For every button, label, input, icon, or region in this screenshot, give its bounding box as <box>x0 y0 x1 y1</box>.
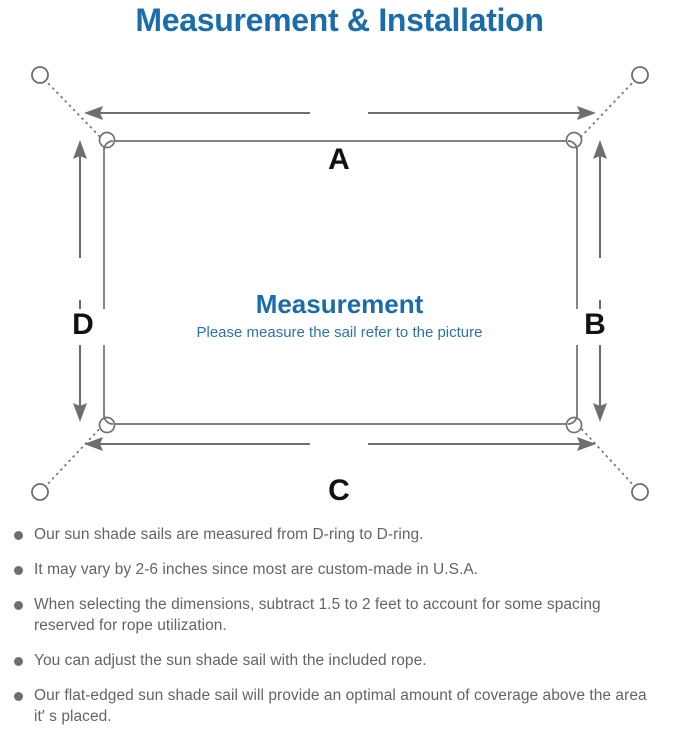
rope-bottom-left <box>43 423 105 489</box>
bullet-icon <box>14 531 23 540</box>
dim-c-arrowhead-right <box>577 437 596 451</box>
bullet-icon <box>14 692 23 701</box>
dimension-arrow-c <box>84 437 596 451</box>
list-item: Our flat-edged sun shade sail will provi… <box>0 685 679 727</box>
dimension-arrow-b <box>593 140 607 422</box>
dimension-label-a: A <box>311 144 367 176</box>
corner-arc-bottom-left <box>103 414 114 425</box>
d-ring-bottom-left <box>98 416 116 434</box>
note-text: When selecting the dimensions, subtract … <box>34 596 601 634</box>
list-item: You can adjust the sun shade sail with t… <box>0 650 679 671</box>
corner-arc-top-right <box>567 140 578 151</box>
dimension-arrow-d <box>73 140 87 422</box>
note-text: You can adjust the sun shade sail with t… <box>34 652 427 669</box>
anchor-circle-top-left <box>31 66 49 84</box>
sail-corner-arcs <box>103 140 578 425</box>
d-rings <box>98 131 583 434</box>
dim-b-arrowhead-top <box>593 140 607 159</box>
bullet-icon <box>14 657 23 666</box>
measurement-diagram: Measurement Please measure the sail refe… <box>0 48 679 518</box>
bullet-icon <box>14 601 23 610</box>
notes-list: Our sun shade sails are measured from D-… <box>0 524 679 741</box>
rope-top-left <box>43 78 105 142</box>
corner-arc-bottom-right <box>567 414 578 425</box>
list-item: It may vary by 2-6 inches since most are… <box>0 559 679 580</box>
list-item: When selecting the dimensions, subtract … <box>0 594 679 636</box>
dimension-label-c: C <box>311 475 367 507</box>
list-item: Our sun shade sails are measured from D-… <box>0 524 679 545</box>
dim-b-arrowhead-bottom <box>593 403 607 422</box>
d-ring-bottom-right <box>565 416 583 434</box>
anchor-points <box>31 66 649 501</box>
dim-c-arrowhead-left <box>84 437 103 451</box>
dim-a-arrowhead-right <box>577 106 596 120</box>
dimension-label-b: B <box>572 309 618 345</box>
note-text: It may vary by 2-6 inches since most are… <box>34 561 479 578</box>
dim-a-arrowhead-left <box>84 106 103 120</box>
anchor-circle-top-right <box>631 66 649 84</box>
d-ring-top-left <box>98 131 116 149</box>
note-text: Our sun shade sails are measured from D-… <box>34 526 424 543</box>
rope-bottom-right <box>576 423 637 489</box>
bullet-icon <box>14 566 23 575</box>
sail-outline <box>103 140 578 425</box>
anchor-circle-bottom-right <box>631 483 649 501</box>
corner-arc-top-left <box>103 140 114 151</box>
dimension-label-d: D <box>60 309 106 345</box>
anchor-circle-bottom-left <box>31 483 49 501</box>
anchor-ropes <box>43 78 637 489</box>
page-title: Measurement & Installation <box>135 2 544 38</box>
dim-d-arrowhead-top <box>73 140 87 159</box>
diagram-svg <box>31 66 649 501</box>
dim-d-arrowhead-bottom <box>73 403 87 422</box>
dimension-arrow-a <box>84 106 596 120</box>
d-ring-top-right <box>565 131 583 149</box>
rope-top-right <box>576 78 637 142</box>
note-text: Our flat-edged sun shade sail will provi… <box>34 687 647 725</box>
